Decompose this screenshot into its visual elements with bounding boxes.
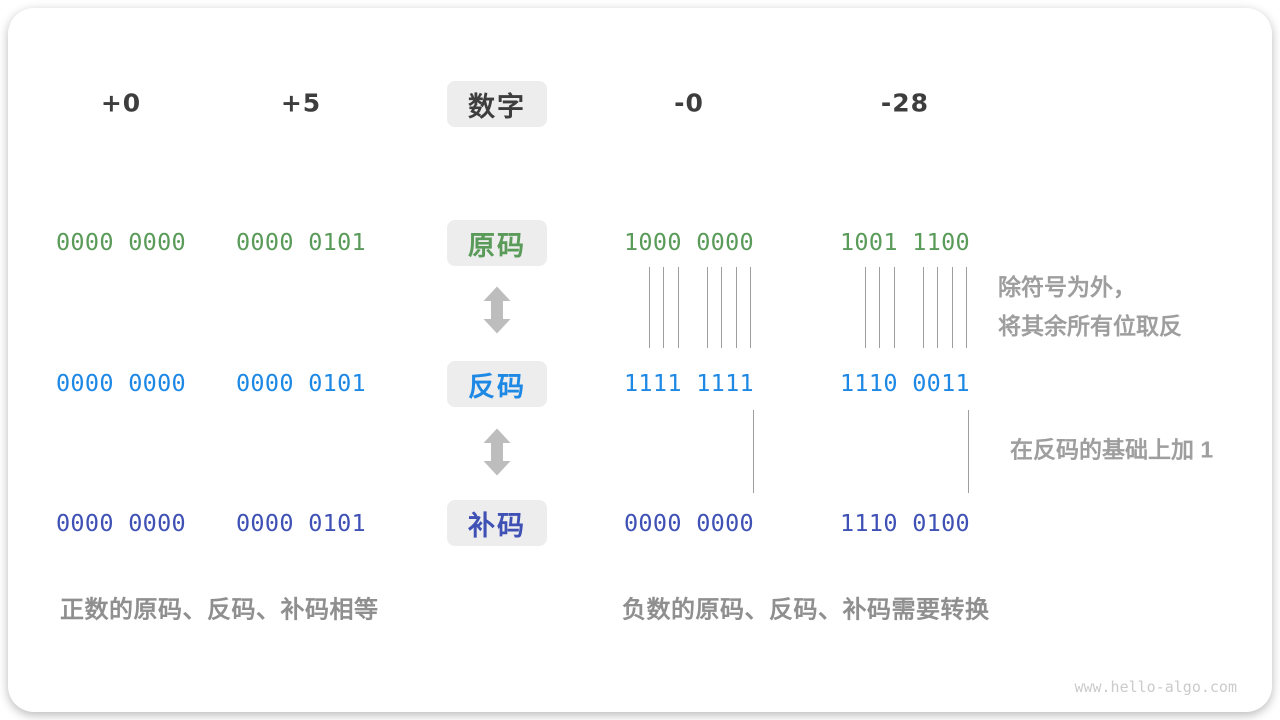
twos-complement-pos-zero: 0000 0000: [55, 509, 187, 537]
invert-bits-annotation-line2: 将其余所有位取反: [998, 313, 1182, 339]
diagram-card: [8, 8, 1272, 712]
bit-connector-line: [968, 410, 969, 493]
bit-connector-line: [721, 267, 723, 348]
bit-connector-line: [735, 267, 737, 348]
bit-connector-line: [893, 267, 895, 348]
bit-connector-line: [951, 267, 953, 348]
bit-connector-line: [865, 267, 866, 348]
up-down-arrow-icon: [483, 286, 511, 334]
twos-complement-label-chip: 补码: [447, 500, 547, 546]
negative-numbers-caption: 负数的原码、反码、补码需要转换: [622, 596, 990, 624]
bit-connector-line: [649, 267, 650, 348]
sign-magnitude-neg-28: 1001 1100: [839, 228, 971, 256]
bit-connector-line: [879, 267, 881, 348]
ones-complement-label-chip: 反码: [447, 361, 547, 407]
bit-connector-line: [663, 267, 665, 348]
bit-connector-line: [707, 267, 708, 348]
number-header-pos-five: +5: [280, 88, 322, 118]
number-header-neg-28: -28: [880, 88, 930, 118]
add-one-annotation: 在反码的基础上加 1: [1010, 436, 1214, 463]
twos-complement-neg-28: 1110 0100: [839, 509, 971, 537]
bit-connector-line: [749, 267, 751, 348]
ones-complement-neg-zero: 1111 1111: [623, 369, 755, 397]
bit-connector-line: [677, 267, 679, 348]
number-label-chip: 数字: [447, 81, 547, 127]
sign-magnitude-label-chip: 原码: [447, 220, 547, 266]
twos-complement-pos-five: 0000 0101: [235, 509, 367, 537]
up-down-arrow-icon: [483, 428, 511, 476]
invert-bits-annotation-line1: 除符号为外，: [998, 274, 1136, 300]
ones-complement-neg-28: 1110 0011: [839, 369, 971, 397]
positive-numbers-caption: 正数的原码、反码、补码相等: [60, 596, 379, 624]
ones-complement-pos-zero: 0000 0000: [55, 369, 187, 397]
sign-magnitude-pos-five: 0000 0101: [235, 228, 367, 256]
bit-connector-line: [923, 267, 924, 348]
bit-connector-line: [965, 267, 967, 348]
invert-bits-annotation: 除符号为外， 将其余所有位取反: [998, 268, 1182, 346]
watermark: www.hello-algo.com: [1074, 678, 1237, 696]
twos-complement-neg-zero: 0000 0000: [623, 509, 755, 537]
ones-complement-pos-five: 0000 0101: [235, 369, 367, 397]
bit-connector-line: [937, 267, 939, 348]
sign-magnitude-pos-zero: 0000 0000: [55, 228, 187, 256]
number-header-neg-zero: -0: [674, 88, 704, 118]
bit-connector-line: [753, 410, 754, 493]
number-header-pos-zero: +0: [100, 88, 142, 118]
sign-magnitude-neg-zero: 1000 0000: [623, 228, 755, 256]
